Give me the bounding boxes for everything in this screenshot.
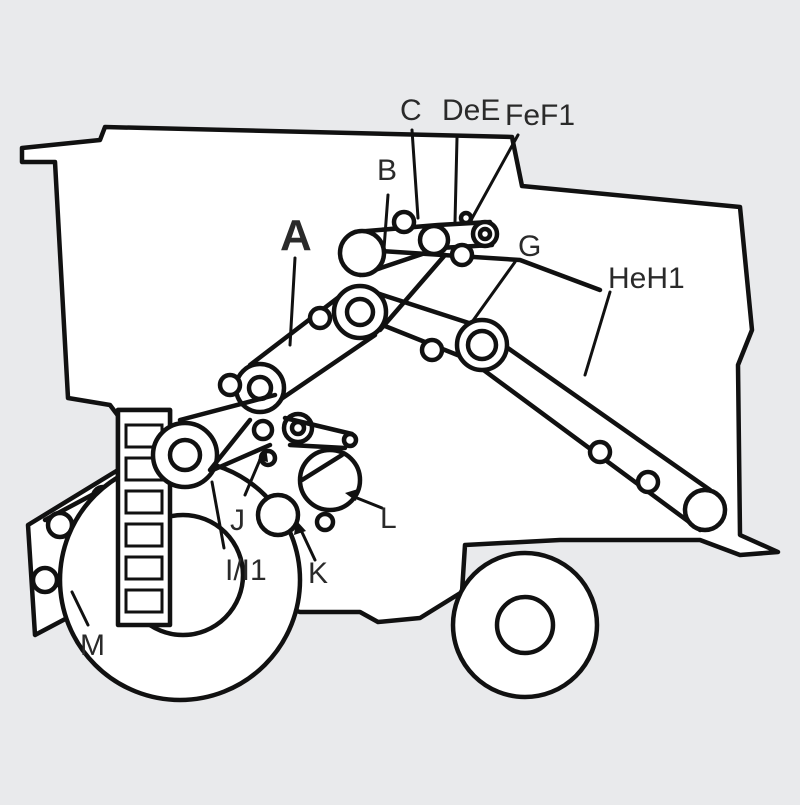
pulley-g-hub xyxy=(465,328,499,362)
label-fe: FeF1 xyxy=(505,99,575,132)
feeder-pulley-bottom xyxy=(30,565,60,595)
auger-idler-2 xyxy=(635,469,661,495)
pulley-fe-inner xyxy=(477,226,493,242)
pulley-i-hub xyxy=(167,437,203,473)
leader-g xyxy=(470,260,517,324)
leader-b xyxy=(381,193,390,264)
label-de: DeE xyxy=(442,94,500,127)
arrowhead-j xyxy=(258,447,268,462)
pulley-de xyxy=(417,223,451,257)
label-c: C xyxy=(400,94,422,127)
arrowhead-k xyxy=(294,520,306,535)
label-m: M xyxy=(80,629,105,662)
leader-k xyxy=(298,526,317,562)
ladder-step-6b xyxy=(124,588,164,614)
pulley-c xyxy=(391,209,417,235)
leader-he xyxy=(583,290,612,377)
lower-belt-loop xyxy=(282,415,355,483)
rear-wheel-hub xyxy=(494,594,556,656)
lower-link-diagonal xyxy=(207,417,253,473)
leader-j xyxy=(243,453,264,497)
pulley-k xyxy=(255,492,301,538)
lower-belt-left xyxy=(177,392,278,423)
leader-fe xyxy=(468,133,520,224)
leader-c xyxy=(410,128,420,220)
idler-below-de xyxy=(449,242,475,268)
label-g: G xyxy=(518,230,541,263)
label-he: HeH1 xyxy=(608,262,685,295)
idler-a xyxy=(307,305,333,331)
ladder-step-5b xyxy=(124,555,164,581)
label-l: L xyxy=(380,502,397,535)
grain-tank-line xyxy=(362,247,603,293)
leader-m xyxy=(70,590,90,627)
leader-l xyxy=(350,494,384,510)
pulley-l-large xyxy=(297,447,363,513)
idler-left xyxy=(217,372,243,398)
leader-a xyxy=(288,256,297,347)
main-pulley-upper-hub xyxy=(344,296,376,328)
pulley-l-small xyxy=(314,511,336,533)
label-i: I/I1 xyxy=(225,554,267,587)
label-b: B xyxy=(377,154,397,187)
ladder-step-3b xyxy=(124,489,164,515)
leader-i xyxy=(210,480,226,550)
auger-pulley-end xyxy=(682,487,728,533)
label-k: K xyxy=(308,557,328,590)
label-j: J xyxy=(230,504,245,537)
ladder-step-4b xyxy=(124,522,164,548)
upper-link-diagonal xyxy=(377,252,448,333)
leader-de xyxy=(453,136,459,224)
arrowhead-l xyxy=(345,489,358,501)
label-a: A xyxy=(280,211,312,260)
pulley-j-idler xyxy=(251,418,275,442)
pulley-b xyxy=(337,228,387,278)
main-belt-upper xyxy=(247,287,351,368)
auger-idler-1 xyxy=(587,439,613,465)
idler-small-mid xyxy=(419,337,445,363)
